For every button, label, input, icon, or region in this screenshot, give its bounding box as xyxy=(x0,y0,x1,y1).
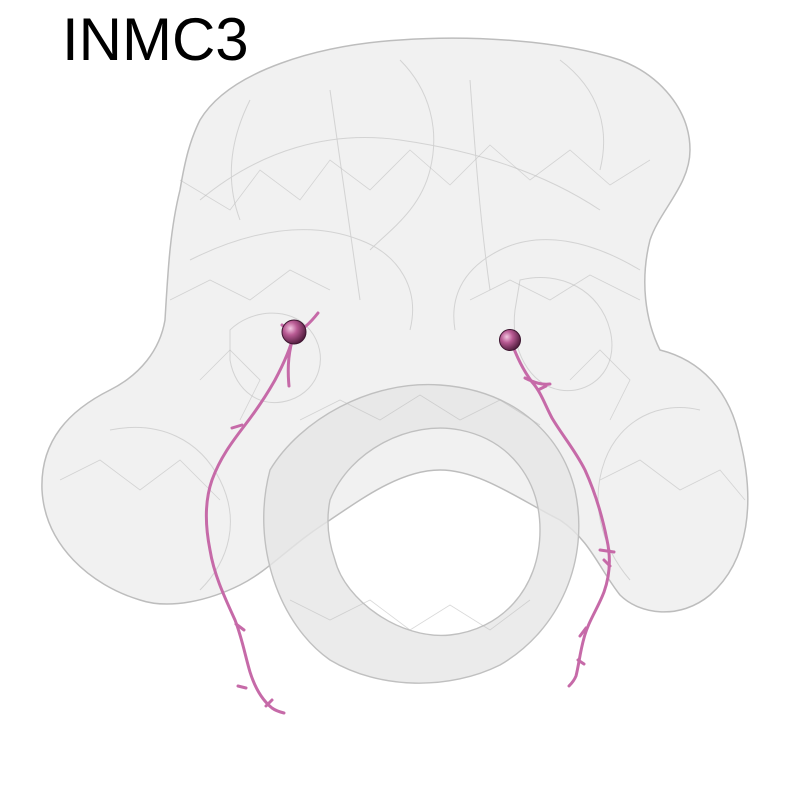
mesh-facet xyxy=(599,459,746,501)
mesh-facet xyxy=(169,269,331,301)
mesh-facet xyxy=(469,274,641,301)
mesh-lower-ring xyxy=(263,383,580,684)
neuron-right-spine xyxy=(578,626,588,638)
mesh-facet xyxy=(179,144,651,211)
neuron-left-spine xyxy=(234,622,246,632)
neuron-right-branch xyxy=(523,376,552,386)
neuron-right-spine xyxy=(602,558,612,568)
mesh-facet xyxy=(569,349,631,421)
brain-mesh xyxy=(41,37,749,684)
mesh-fold xyxy=(513,276,613,392)
neuron-left-spine xyxy=(236,684,248,690)
mesh-fold xyxy=(189,229,414,331)
mesh-facet xyxy=(199,349,261,421)
neuron-right-primary-neurite xyxy=(509,339,611,688)
mesh-fold xyxy=(453,239,641,331)
mesh-body xyxy=(41,37,749,613)
mesh-fold xyxy=(329,89,361,301)
neuron-right-spine xyxy=(598,548,616,554)
neuron-right xyxy=(509,339,616,688)
neuron-type-title: INMC3 xyxy=(62,6,249,73)
mesh-facet xyxy=(59,459,221,501)
mesh-fold xyxy=(230,99,251,221)
neuron-left-spine xyxy=(230,423,244,430)
neuron-right-soma xyxy=(499,329,521,351)
neuron-right-spine xyxy=(536,384,548,392)
neuron-left-spine xyxy=(264,698,274,708)
mesh-fold xyxy=(469,79,491,291)
mesh-facet xyxy=(299,394,541,426)
mesh-fold xyxy=(109,426,231,591)
mesh-fold xyxy=(199,137,601,211)
neuron-right-spine xyxy=(576,658,586,666)
mesh-fold xyxy=(369,59,435,251)
mesh-fold xyxy=(229,312,321,404)
mesh-facet xyxy=(289,599,531,631)
neuron-left-soma xyxy=(281,319,307,345)
neuron-left-primary-neurite xyxy=(204,332,296,715)
mesh-fold xyxy=(559,59,605,171)
